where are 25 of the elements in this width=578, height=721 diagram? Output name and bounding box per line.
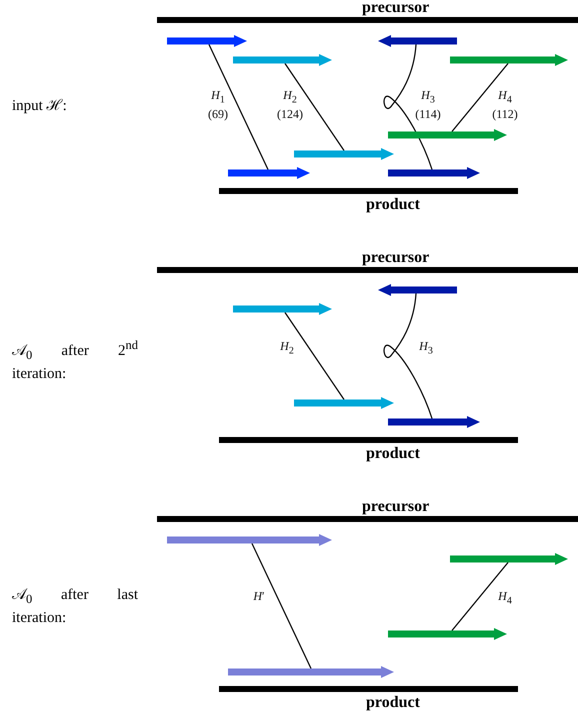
strand-label: precursor xyxy=(362,250,430,266)
strand-label: precursor xyxy=(362,499,430,515)
homology-line xyxy=(452,562,508,631)
homology-line xyxy=(284,312,344,400)
homology-line xyxy=(284,63,344,151)
edge-label: H$_{2}$ xyxy=(279,339,295,358)
panel-label: 𝒜$_{0}$ after last iteration: xyxy=(12,586,138,628)
strand-label: product xyxy=(366,695,420,711)
homology-line xyxy=(208,44,269,170)
edge-label: H$_{1}$ (69) xyxy=(207,88,229,122)
edge-label: H$_{4}$ xyxy=(497,589,513,608)
homology-line xyxy=(384,44,433,170)
edge-label: H$_{3}$ xyxy=(418,339,434,358)
edge-label: H′ xyxy=(252,589,266,603)
strand-label: product xyxy=(366,197,420,213)
homology-line xyxy=(452,63,508,132)
panel-label: 𝒜$_{0}$ after 2$^{nd}$ iteration: xyxy=(12,337,138,384)
edge-label: H$_{3}$ (114) xyxy=(414,88,442,122)
strand-label: precursor xyxy=(362,0,430,16)
edge-label: H$_{4}$ (112) xyxy=(491,88,519,122)
panel-label: input ℋ: xyxy=(12,97,68,116)
homology-line xyxy=(251,543,312,669)
homology-line xyxy=(384,293,433,419)
edge-label: H$_{2}$ (124) xyxy=(276,88,304,122)
strand-label: product xyxy=(366,446,420,462)
